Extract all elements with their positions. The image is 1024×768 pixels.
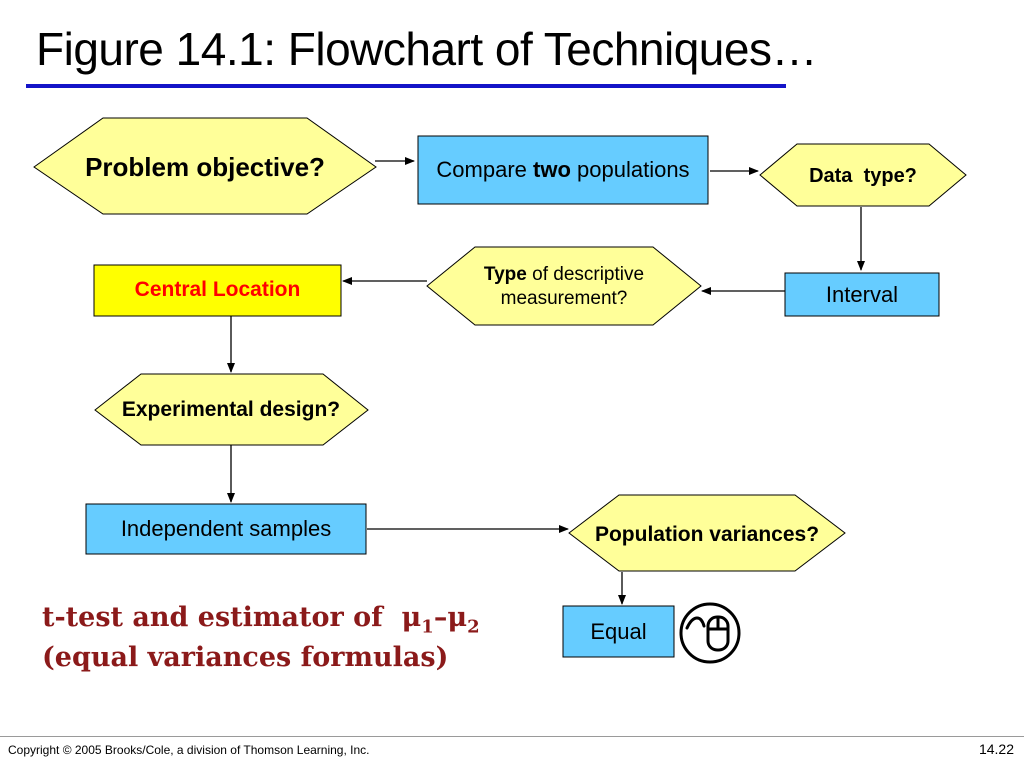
slide-title: Figure 14.1: Flowchart of Techniques… <box>36 23 817 75</box>
data-type-word-a: Data <box>809 164 853 187</box>
equal-box <box>562 605 675 658</box>
independent-samples-label: Independent samples <box>120 516 332 542</box>
result-line-1-text: t-test and estimator of <box>42 602 383 633</box>
problem-objective-hexagon <box>33 117 377 215</box>
compare-box <box>417 135 709 205</box>
slide-number: 14.22 <box>978 741 1014 757</box>
interval-label: Interval <box>825 281 899 307</box>
interval-box <box>784 272 940 317</box>
type-line2: measurement? <box>500 288 628 309</box>
copyright-text: Copyright © 2005 Brooks/Cole, a division… <box>8 743 370 757</box>
population-variances-hexagon <box>568 494 846 572</box>
mu-2-subscript: 2 <box>467 616 480 638</box>
independent-samples-box <box>85 503 367 555</box>
population-variances-label: Population variances? <box>594 522 820 546</box>
mu-1: μ <box>401 602 422 633</box>
compare-prefix: Compare <box>436 157 534 183</box>
mouse-click-icon[interactable] <box>679 602 741 664</box>
type-hexagon <box>426 246 702 326</box>
equal-label: Equal <box>590 618 647 644</box>
experimental-design-hexagon <box>94 373 369 446</box>
compare-suffix: populations <box>570 157 690 183</box>
footer-divider <box>0 736 1024 737</box>
compare-label: Compare two populations <box>418 136 708 204</box>
result-line-2: (equal variances formulas) <box>42 641 449 673</box>
data-type-hexagon <box>759 143 967 207</box>
mu-dash: – <box>433 602 448 633</box>
central-location-label: Central Location <box>134 278 301 302</box>
data-type-label: Data type? <box>790 158 936 194</box>
mu-1-subscript: 1 <box>421 616 434 638</box>
result-text: t-test and estimator of μ1–μ2 (equal var… <box>42 600 480 676</box>
compare-bold: two <box>533 157 571 183</box>
data-type-word-b: type? <box>863 164 917 187</box>
mu-2: μ <box>447 602 468 633</box>
central-location-box <box>93 264 342 317</box>
experimental-design-label: Experimental design? <box>121 397 341 421</box>
type-bold: Type <box>483 264 527 286</box>
type-rest: of descriptive <box>526 264 645 286</box>
result-line-1: t-test and estimator of μ1–μ2 <box>42 600 480 640</box>
type-label: Type of descriptive measurement? <box>455 254 673 320</box>
problem-objective-label: Problem objective? <box>85 151 325 182</box>
title-underline <box>26 84 786 88</box>
